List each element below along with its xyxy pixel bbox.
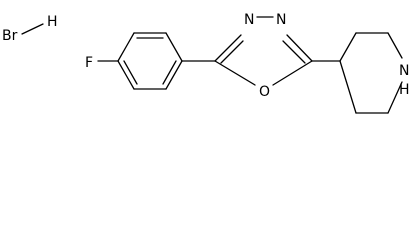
ring-double-bond: [220, 40, 244, 64]
ring-bond: [339, 32, 357, 62]
ring-bond: [165, 32, 183, 62]
benzene-ring: [117, 32, 183, 90]
fluorine-label: F: [85, 55, 93, 71]
chemical-structure-diagram: Br H F N N O: [2, 12, 410, 114]
piperidine-hydrogen-label: H: [399, 82, 410, 98]
ring-bond: [339, 60, 357, 114]
ring-bond: [387, 81, 403, 114]
ring-bond: [117, 60, 135, 90]
bromine-label: Br: [2, 28, 18, 44]
ring-bond: [214, 60, 256, 86]
oxadiazole-nitrogen-label: N: [244, 12, 254, 28]
ring-bond: [165, 60, 183, 90]
hydrogen-label: H: [47, 14, 58, 30]
ring-bond: [272, 60, 313, 86]
aromatic-double-bond: [123, 60, 138, 85]
ring-bond: [387, 32, 403, 59]
ring-double-bond: [282, 40, 306, 64]
ring-bond: [117, 32, 135, 62]
piperidine-group: N H: [311, 32, 410, 114]
oxadiazole-nitrogen-label: N: [276, 12, 286, 28]
aromatic-double-bond: [162, 60, 177, 85]
oxadiazole-ring: N N O: [214, 12, 313, 100]
fluorophenyl-group: F: [85, 32, 216, 90]
hydrobromide-salt: Br H: [2, 14, 58, 44]
ring-bond: [214, 34, 242, 62]
oxadiazole-oxygen-label: O: [259, 84, 270, 100]
piperidine-nitrogen-label: N: [399, 63, 409, 79]
h-br-bond: [21, 23, 44, 35]
ring-bond: [286, 34, 313, 62]
